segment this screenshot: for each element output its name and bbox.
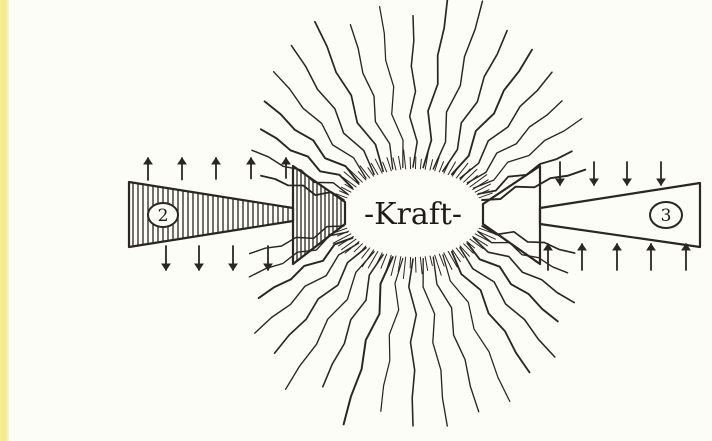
ray-fringe — [425, 256, 427, 270]
ray-fringe — [420, 257, 422, 274]
ray — [315, 22, 383, 171]
ray-fringe — [463, 169, 477, 182]
left-funnel-hatching — [297, 160, 341, 270]
ray-fringe — [472, 180, 488, 190]
ray-fringe — [420, 159, 421, 169]
ray — [350, 25, 392, 169]
ray — [482, 226, 575, 253]
ray-fringe — [460, 169, 470, 180]
ray — [410, 16, 418, 167]
ray-fringe — [359, 246, 366, 254]
left-top-arrow-head — [282, 158, 290, 164]
ray — [252, 150, 348, 194]
ray — [381, 259, 403, 412]
right-long-cone: 3 — [540, 183, 700, 247]
ray — [467, 101, 562, 183]
left-top-arrow-head — [144, 158, 152, 164]
ray — [433, 257, 478, 412]
ray-fringe — [345, 241, 359, 253]
right-number: 3 — [661, 206, 672, 226]
ray-fringe — [430, 256, 432, 266]
center-oval: -Kraft- — [343, 169, 483, 257]
right-bottom-arrow-head — [613, 244, 621, 250]
ray — [423, 259, 447, 427]
ray — [409, 259, 417, 426]
ray — [323, 255, 383, 387]
ray — [423, 0, 447, 168]
ray — [452, 252, 530, 373]
center-label: -Kraft- — [364, 197, 462, 232]
ray-fringe — [430, 160, 433, 171]
right-top-arrow-head — [657, 179, 665, 185]
right-top-arrow-head — [590, 179, 598, 185]
right-bottom-arrow-head — [578, 244, 586, 250]
ray-fringe — [387, 158, 391, 172]
left-long-cone: 2 — [129, 175, 293, 255]
left-number: 2 — [158, 206, 169, 226]
ray-fringe — [338, 236, 353, 245]
left-bottom-arrow-head — [162, 264, 170, 270]
left-bottom-arrow-head — [195, 264, 203, 270]
ray-fringe — [403, 257, 405, 279]
left-funnel — [293, 160, 345, 270]
ray-fringe — [404, 150, 406, 169]
ray-fringe — [398, 156, 400, 169]
ray-fringe — [362, 249, 374, 266]
ray — [474, 238, 575, 303]
right-bottom-arrow-head — [647, 244, 655, 250]
ray-fringe — [475, 184, 491, 192]
left-top-arrow-head — [212, 158, 220, 164]
ray — [452, 50, 532, 175]
ray — [265, 101, 359, 182]
ray — [380, 7, 403, 168]
right-top-arrow-head — [623, 179, 631, 185]
ray — [249, 232, 347, 277]
left-top-arrow-head — [247, 158, 255, 164]
ray-fringe — [415, 257, 416, 272]
ray-fringe — [393, 158, 396, 170]
right-top-arrow-head — [556, 179, 564, 185]
ray — [261, 176, 344, 200]
left-bottom-arrow-head — [229, 264, 237, 270]
left-top-arrow-head — [178, 158, 186, 164]
